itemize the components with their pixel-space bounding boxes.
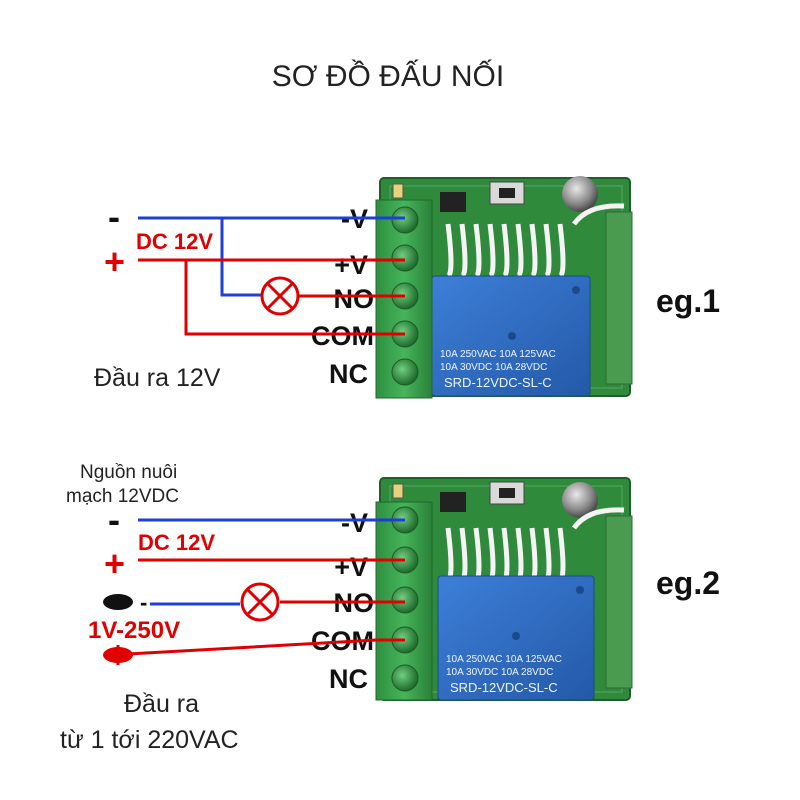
load-voltage-label: 1V-250V (88, 617, 180, 644)
relay-model: SRD-12VDC-SL-C (450, 680, 558, 695)
source-label-line1: Nguồn nuôi (80, 462, 177, 483)
plus-sign: + (104, 543, 125, 584)
terminal-label-com: COM (311, 321, 374, 351)
rf-module-icon (605, 211, 633, 385)
source-label-line2: mạch 12VDC (66, 486, 179, 507)
terminal-label-pos: +V (334, 552, 368, 582)
relay-rating-2: 10A 30VDC 10A 28VDC (446, 667, 553, 678)
supply-voltage-label: DC 12V (136, 229, 213, 254)
example-1: 10A 250VAC 10A 125VAC 10A 30VDC 10A 28VD… (94, 176, 720, 399)
load-dash: - (140, 590, 147, 615)
capacitor-icon (562, 176, 598, 212)
led-icon (392, 183, 404, 199)
wire-load-to-com (127, 638, 405, 656)
output-label: Đầu ra 12V (94, 364, 221, 392)
page-title: SƠ ĐỒ ĐẤU NỐI (272, 59, 504, 93)
receiver-module-2: 10A 250VAC 10A 125VAC 10A 30VDC 10A 28VD… (375, 477, 633, 701)
chip-icon (440, 492, 466, 512)
load-terminal-black-icon (103, 594, 133, 610)
receiver-module-1: 10A 250VAC 10A 125VAC 10A 30VDC 10A 28VD… (375, 176, 633, 399)
terminal-label-nc: NC (329, 359, 368, 389)
relay-rating-1: 10A 250VAC 10A 125VAC (440, 349, 556, 360)
example-tag: eg.2 (656, 565, 720, 601)
wire-negative-to-lamp (220, 218, 262, 297)
antenna-coil-icon (445, 203, 625, 279)
relay-rating-1: 10A 250VAC 10A 125VAC (446, 654, 562, 665)
supply-voltage-label: DC 12V (138, 530, 215, 555)
rf-module-icon (605, 515, 633, 689)
minus-sign: - (108, 499, 120, 540)
terminal-screws (391, 206, 419, 386)
example-tag: eg.1 (656, 283, 720, 319)
lamp-x-icon (260, 276, 300, 316)
output-label-line1: Đầu ra (124, 690, 199, 718)
led-icon (392, 483, 404, 499)
plus-sign: + (104, 241, 125, 282)
minus-sign: - (108, 196, 120, 237)
wire-positive-to-com (184, 260, 405, 336)
relay-model: SRD-12VDC-SL-C (444, 375, 552, 390)
capacitor-icon (562, 482, 598, 518)
terminal-label-nc: NC (329, 664, 368, 694)
terminal-label-no: NO (334, 284, 375, 314)
wires-example-2 (127, 518, 405, 656)
terminal-label-pos: +V (334, 250, 368, 280)
chip-icon (440, 192, 466, 212)
example-2: 10A 250VAC 10A 125VAC 10A 30VDC 10A 28VD… (60, 462, 720, 754)
lamp-x-icon (240, 582, 280, 622)
terminal-label-neg: -V (341, 508, 368, 538)
relay-rating-2: 10A 30VDC 10A 28VDC (440, 362, 547, 373)
output-label-line2: từ 1 tới 220VAC (60, 726, 239, 754)
wires-example-1 (138, 216, 405, 336)
